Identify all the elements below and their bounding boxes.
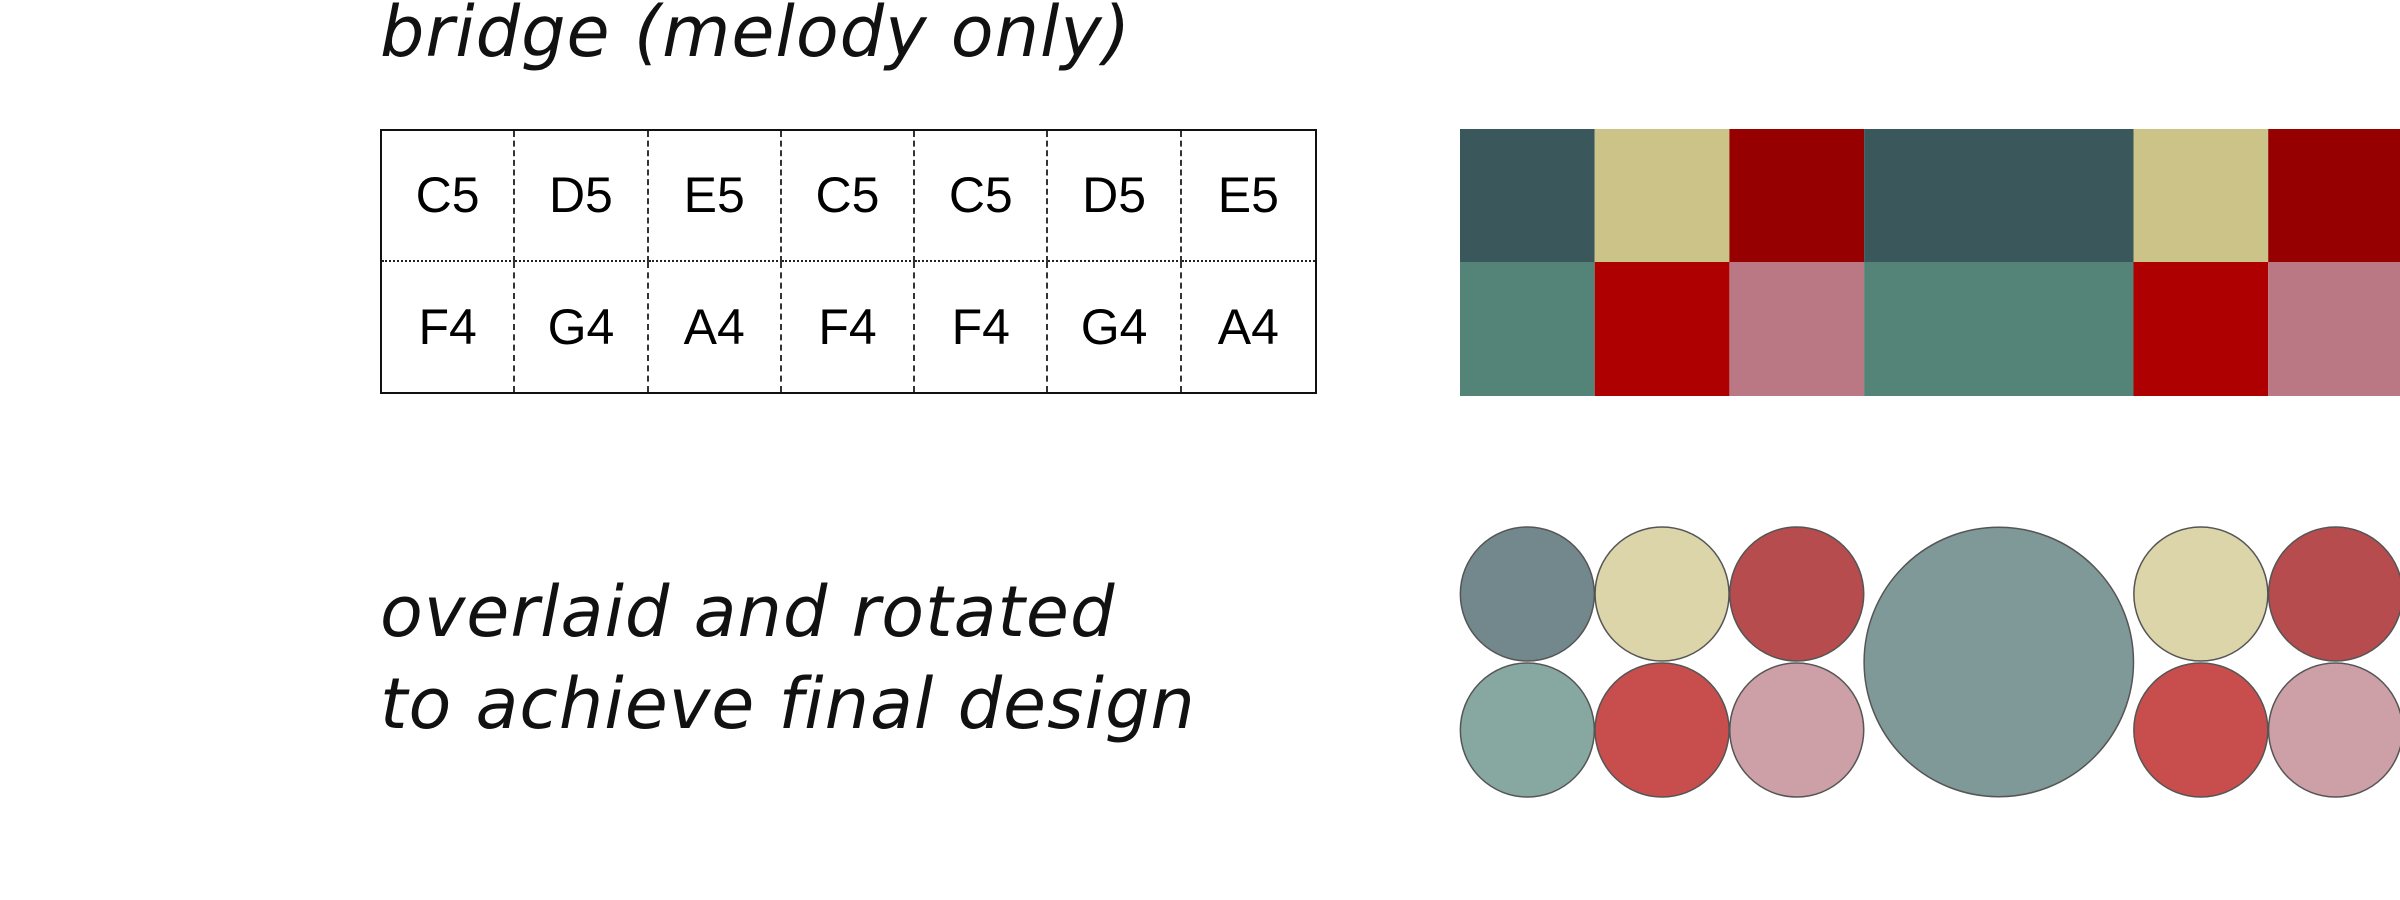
caption-line-1: overlaid and rotated	[380, 571, 1116, 653]
circle-A4	[2267, 662, 2400, 798]
color-block-D5	[2133, 129, 2269, 263]
color-block-E5	[1729, 129, 1865, 263]
color-block-F4	[1864, 262, 2134, 396]
note-cell: D5	[515, 131, 649, 262]
circle-G4	[1594, 662, 1730, 798]
note-cell: A4	[1217, 298, 1279, 355]
note-cell: G4	[1048, 261, 1182, 392]
note-cell: E5	[1181, 131, 1315, 262]
color-block-E5	[2268, 129, 2400, 263]
circle-A4	[1729, 662, 1865, 798]
circle-D5	[2133, 526, 2269, 662]
note-cell: C5	[781, 131, 916, 262]
color-block-C5	[1864, 129, 2134, 263]
color-block-F4	[1460, 262, 1595, 396]
circle-D5	[1594, 526, 1730, 662]
note-cell: A4	[649, 261, 782, 392]
color-block-G4	[2133, 262, 2269, 396]
circle-F4	[1459, 662, 1596, 798]
caption: overlaid and rotated to achieve final de…	[380, 566, 1196, 750]
section-title: bridge (melody only)	[380, 0, 1132, 73]
color-block-A4	[2268, 262, 2400, 396]
note-cell: E5	[648, 131, 782, 262]
circle-G4	[2133, 662, 2269, 798]
color-block-G4	[1594, 262, 1730, 396]
note-cell: F4	[782, 261, 916, 392]
circle-merged	[1863, 526, 2135, 798]
circle-C5	[1459, 526, 1596, 662]
note-cell: D5	[1048, 131, 1182, 262]
circle-E5	[1729, 526, 1865, 662]
circle-E5	[2267, 526, 2400, 662]
note-cell: F4	[382, 261, 516, 392]
color-block-C5	[1460, 129, 1595, 263]
note-cell: F4	[915, 261, 1049, 392]
note-cell: C5	[382, 131, 516, 262]
color-block-D5	[1594, 129, 1730, 263]
caption-line-2: to achieve final design	[380, 663, 1196, 745]
color-block-A4	[1729, 262, 1865, 396]
note-cell: G4	[515, 261, 649, 392]
note-cell: C5	[915, 131, 1049, 262]
